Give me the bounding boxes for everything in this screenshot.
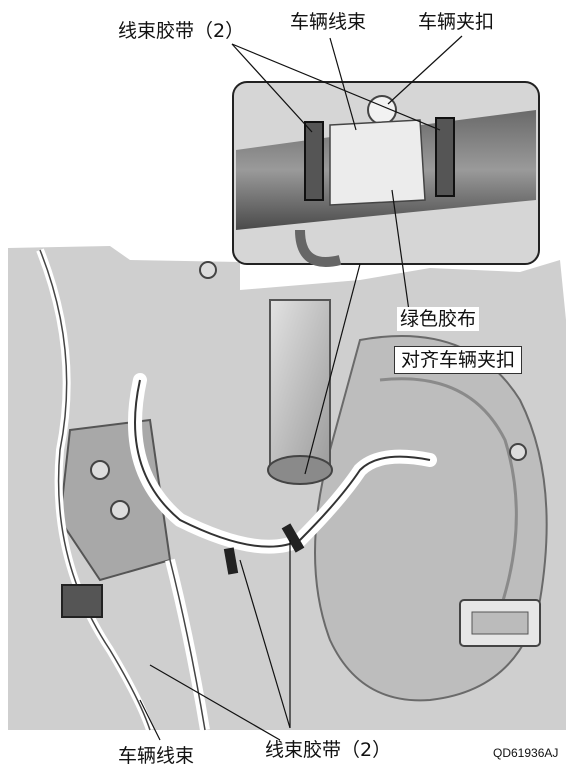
label-vehicle-harness-top: 车辆线束: [290, 11, 367, 33]
label-green-tape: 绿色胶布: [397, 307, 480, 331]
label-harness-tape-bottom: 线束胶带（2）: [265, 739, 392, 761]
label-vehicle-clip: 车辆夹扣: [418, 11, 495, 33]
label-harness-tape-top: 线束胶带（2）: [118, 20, 245, 42]
engine-bay-photo: [8, 246, 566, 732]
inset-detail: [232, 81, 540, 267]
label-align-clip-box: 对齐车辆夹扣: [394, 346, 523, 374]
figure-code: QD61936AJ: [493, 746, 559, 760]
leader-lines: [139, 35, 463, 741]
tape-band-right: [435, 117, 455, 197]
tape-band-left: [304, 121, 324, 201]
label-vehicle-harness-bottom: 车辆线束: [118, 745, 195, 767]
